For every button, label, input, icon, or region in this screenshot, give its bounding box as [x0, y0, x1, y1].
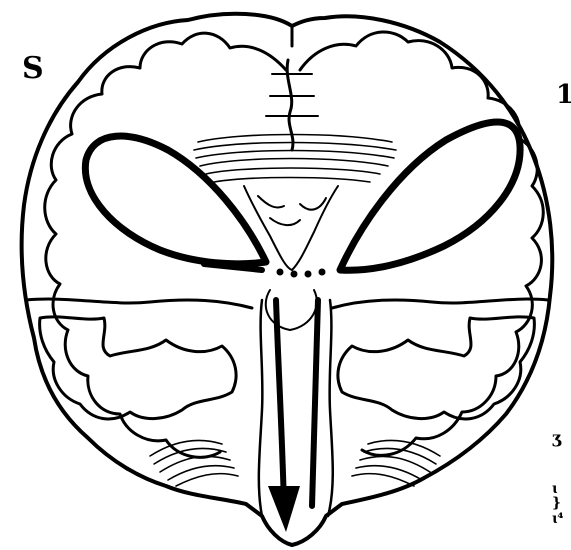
left-lateral-ventricle	[85, 136, 266, 264]
left-lateral-fissure	[26, 299, 252, 308]
left-temporal-gyri	[40, 317, 236, 419]
interventricular-foramina	[277, 269, 326, 278]
septum-fornix	[244, 186, 338, 270]
hemisphere-label-right: 1	[556, 82, 571, 108]
brainstem-outline	[259, 300, 333, 516]
left-descending-pathway	[276, 300, 284, 506]
right-gyral-contour	[300, 32, 543, 455]
left-gyral-contour	[45, 33, 286, 457]
left-hippocampus	[150, 440, 238, 486]
right-lateral-fissure	[332, 299, 548, 308]
edge-mark-3: ɩ⁴	[552, 512, 563, 526]
corpus-callosum	[194, 135, 396, 183]
right-temporal-gyri	[338, 317, 534, 419]
right-hippocampus	[352, 440, 440, 486]
downward-arrowhead-icon	[268, 486, 300, 532]
hemisphere-label-left: S	[22, 54, 44, 84]
right-descending-pathway	[312, 300, 318, 506]
right-lateral-ventricle	[340, 122, 520, 270]
edge-mark-2: ɩ }	[552, 482, 571, 510]
edge-mark-1: ʒ	[552, 430, 561, 446]
interhemispheric-fissure	[287, 26, 293, 150]
